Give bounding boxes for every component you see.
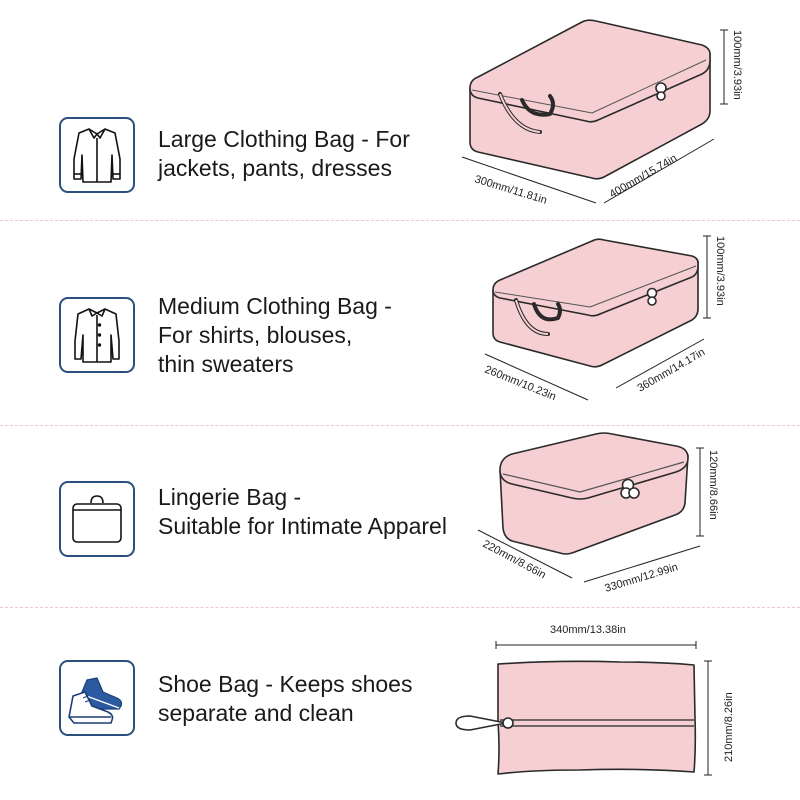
large-bag-height-label: 100mm/3.93in xyxy=(731,30,743,100)
section-divider xyxy=(0,220,800,221)
medium-bag-description: Medium Clothing Bag - For shirts, blouse… xyxy=(158,292,392,379)
description-line: For shirts, blouses, xyxy=(158,322,353,348)
long-sleeve-jacket-icon xyxy=(73,128,121,183)
large-bag-depth-label: 300mm/11.81in xyxy=(473,173,548,206)
lingerie-bag-icon-box xyxy=(59,481,135,557)
lingerie-bag-height-label: 120mm/8.66in xyxy=(707,450,719,520)
medium-bag-height-label: 100mm/3.93in xyxy=(714,236,726,306)
large-bag-icon-box xyxy=(59,117,135,193)
description-line: jackets, pants, dresses xyxy=(158,155,392,181)
shoe-bag-illustration xyxy=(455,660,697,775)
description-line: Shoe Bag - Keeps shoes xyxy=(158,671,413,697)
large-bag-description: Large Clothing Bag - For jackets, pants,… xyxy=(158,125,410,183)
large-bag-illustration xyxy=(469,19,711,180)
section-divider xyxy=(0,607,800,608)
lingerie-bag-illustration xyxy=(499,432,689,555)
description-line: Suitable for Intimate Apparel xyxy=(158,513,447,539)
section-divider xyxy=(0,425,800,426)
shirt-icon xyxy=(74,308,120,363)
description-line: thin sweaters xyxy=(158,351,294,377)
small-bag-icon xyxy=(72,495,122,543)
medium-bag-width-label: 360mm/14.17in xyxy=(636,346,708,394)
medium-bag-icon-box xyxy=(59,297,135,373)
medium-bag-illustration xyxy=(492,238,699,368)
shoe-bag-description: Shoe Bag - Keeps shoes separate and clea… xyxy=(158,670,412,728)
lingerie-bag-description: Lingerie Bag - Suitable for Intimate App… xyxy=(158,483,447,541)
bag-drawings: 100mm/3.93in 300mm/11.81in 400mm/15.74in… xyxy=(455,19,743,776)
description-line: separate and clean xyxy=(158,700,354,726)
lingerie-bag-width-label: 330mm/12.99in xyxy=(603,561,679,595)
description-line: Lingerie Bag - xyxy=(158,484,302,510)
description-line: Medium Clothing Bag - xyxy=(158,293,392,319)
shoe-bag-height-label: 210mm/8.26in xyxy=(723,692,735,762)
sneakers-icon xyxy=(68,677,123,724)
description-line: Large Clothing Bag - For xyxy=(158,126,410,152)
shoe-bag-width-label: 340mm/13.38in xyxy=(550,624,626,636)
shoe-bag-icon-box xyxy=(59,660,135,736)
